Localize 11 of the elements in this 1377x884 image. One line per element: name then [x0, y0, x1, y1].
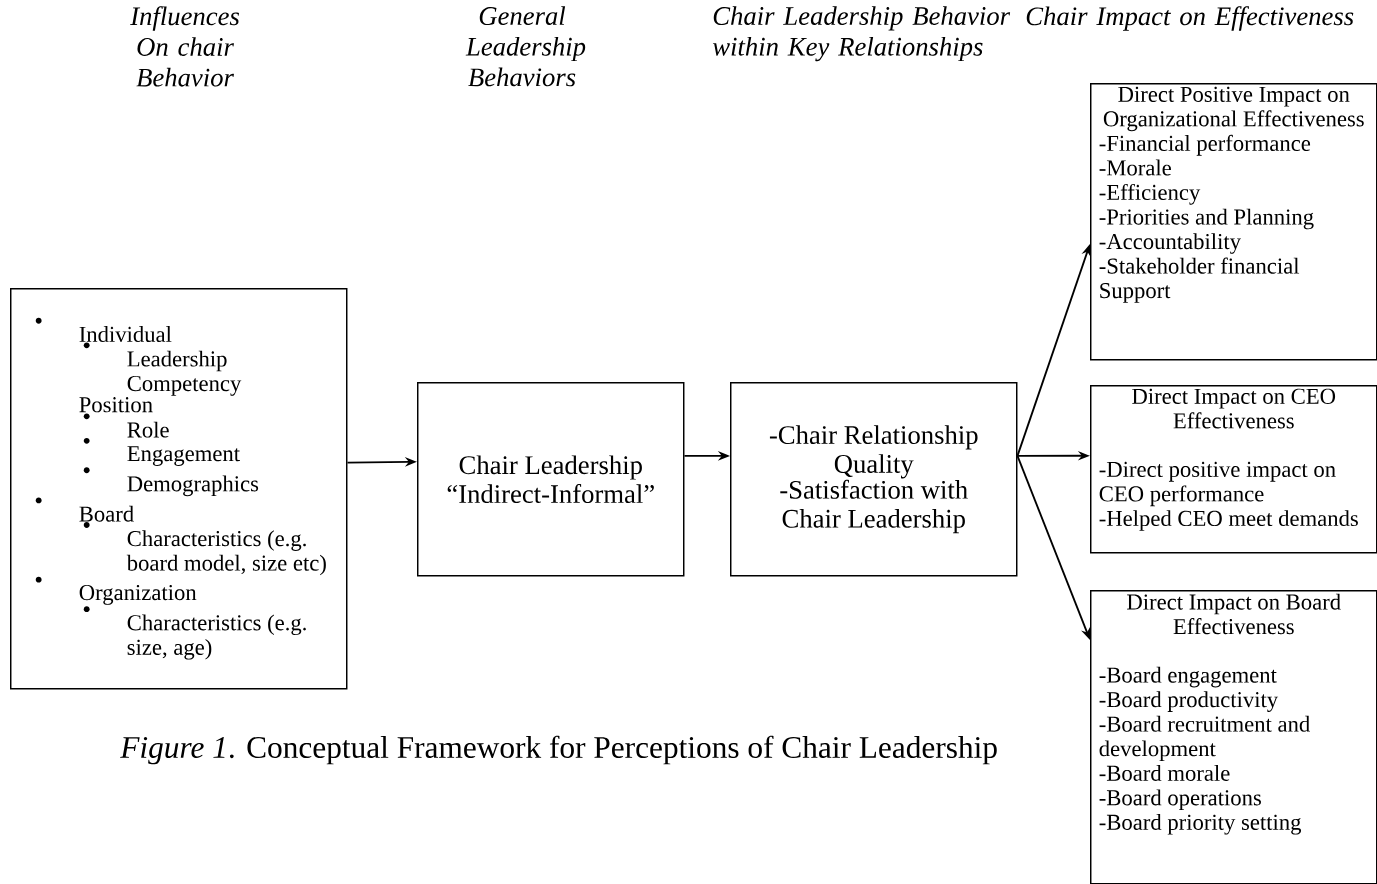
column-heading: Chair Leadership Behavior within Key Relationships: [712, 6, 1011, 62]
text-box: Direct Impact on Board Effectiveness -Board engagement -Board productivity -Board recruitment and development -Board morale -Board operations -Board priority setting: [1090, 590, 1377, 884]
text-box: -Chair Relationship Quality -Satisfaction with Chair Leadership: [730, 382, 1018, 577]
text-box: Direct Positive Impact on Organizational Effectiveness -Financial performance -Morale -Efficiency -Priorities and Planning -Accountability -Stakeholder financial Support: [1090, 83, 1377, 361]
column-heading: General Leadership Behaviors: [465, 6, 586, 87]
text-box: Direct Impact on CEO Effectiveness -Direct positive impact on CEO performance -Helped CEO meet demands: [1090, 385, 1377, 554]
text-box: Chair Leadership “Indirect-Informal”: [417, 382, 685, 577]
text-box: Individual Leadership Competency Position Role Engagement Demographics Board Characteristics (e.g. board model, size etc) Organization Characteristics (e.g. size, age): [10, 288, 348, 690]
column-heading: Chair Impact on Effectiveness: [1026, 6, 1354, 31]
caption: Figure 1. Conceptual Framework for Perceptions of Chair Leadership: [120, 735, 997, 765]
column-heading: Influences On chair Behavior: [130, 6, 239, 87]
